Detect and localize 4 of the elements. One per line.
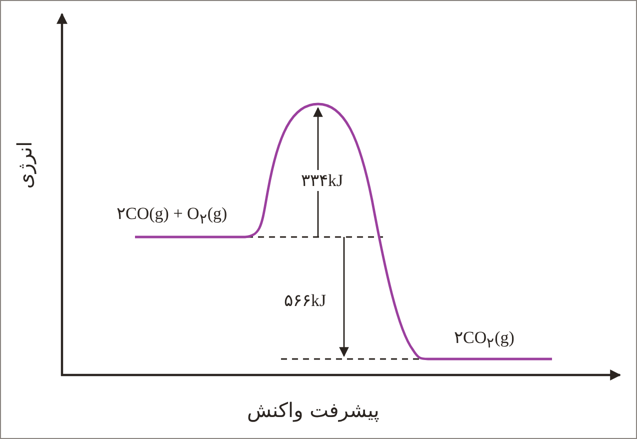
energy-label: ۵۶۶kJ: [284, 292, 326, 308]
axis-label: انرژی: [14, 141, 34, 189]
energy-label: ۳۳۴kJ: [299, 170, 346, 190]
axis-label: پیشرفت واکنش: [247, 400, 380, 420]
